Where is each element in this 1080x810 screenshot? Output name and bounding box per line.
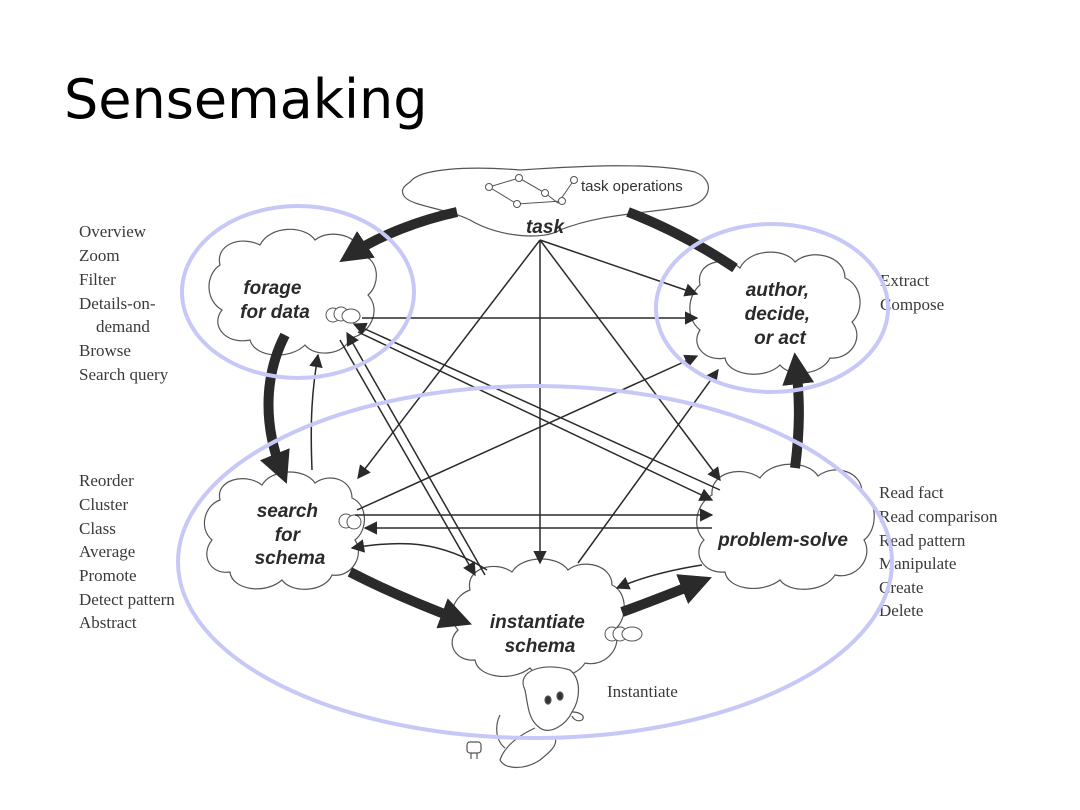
arrow-forage-instantiate (339, 339, 476, 577)
highlight-ovals (176, 204, 894, 740)
instantiate-operations-list: Instantiate (607, 682, 678, 701)
author-operations-list: Extract Compose (880, 271, 944, 314)
arrow-problem-instantiate (615, 564, 703, 590)
arrow-instantiate-author (577, 368, 719, 564)
arrow-instantiate-forage (346, 331, 486, 576)
forage-label: forage for data (240, 278, 310, 323)
operation-item: Reorder (79, 471, 134, 490)
operation-item: Overview (79, 222, 147, 241)
arrow-task-author-flow (626, 207, 738, 273)
cartoon-character-icon (466, 666, 584, 769)
arrow-problem-forage (352, 322, 721, 491)
highlight-oval-bottom (176, 384, 894, 740)
operation-item: Promote (79, 566, 137, 585)
search-connector-icon (338, 513, 362, 530)
slide-title: Sensemaking (64, 68, 428, 131)
search-operations-list: Reorder Cluster Class Average Promote De… (79, 471, 175, 632)
task-operations-graph-icon (485, 174, 578, 208)
operation-item: Compose (880, 295, 944, 314)
operation-item: Detect pattern (79, 590, 175, 609)
thick-arrows (259, 207, 815, 629)
operation-item: Delete (879, 601, 923, 620)
search-label: search for schema (255, 501, 326, 569)
highlight-oval-author (654, 222, 890, 394)
forage-cloud (208, 228, 377, 356)
arrow-problem-author (782, 352, 815, 469)
operation-item: Browse (79, 341, 131, 360)
arrow-task-author (539, 239, 699, 297)
forage-connector-icon (325, 306, 361, 324)
task-operations-label: task operations (581, 178, 683, 195)
operation-item: Read fact (879, 483, 944, 502)
operation-item: Instantiate (607, 682, 678, 701)
arrow-search-forage (309, 353, 323, 471)
operation-item: Read comparison (879, 507, 998, 526)
problem-operations-list: Read fact Read comparison Read pattern M… (879, 483, 998, 620)
task-label: task (526, 217, 565, 238)
arrow-task-forage (339, 207, 459, 263)
operation-item: Read pattern (879, 531, 966, 550)
author-label: author, decide, or act (745, 280, 816, 349)
arrow-search-author (356, 354, 699, 511)
thin-arrows (309, 239, 721, 590)
operation-item: Abstract (79, 613, 137, 632)
operation-item: Filter (79, 270, 116, 289)
arrow-forage-search (259, 332, 290, 484)
highlight-oval-forage (180, 204, 416, 380)
operation-item: Average (79, 542, 135, 561)
operation-item: Class (79, 519, 116, 538)
operation-item: Cluster (79, 495, 128, 514)
operation-item: Search query (79, 365, 169, 384)
arrow-search-instantiate (347, 567, 472, 629)
problem-cloud (696, 463, 875, 590)
operation-item: Manipulate (879, 554, 956, 573)
problem-label: problem-solve (717, 530, 848, 551)
arrow-task-search (357, 239, 541, 480)
arrow-task-problem (539, 239, 721, 482)
operation-item: Zoom (79, 246, 120, 265)
operation-item: Details-on- (79, 294, 156, 313)
task-node: task operations task (401, 165, 709, 238)
node-labels: forage for data author, decide, or act s… (240, 278, 848, 657)
arrow-instantiate-problem (620, 574, 712, 617)
operation-item: Extract (880, 271, 929, 290)
operation-item: demand (96, 317, 150, 336)
author-cloud (689, 251, 861, 375)
arrow-forage-problem (357, 331, 714, 501)
instantiate-label: instantiate schema (490, 612, 590, 657)
arrow-instantiate-search (350, 539, 488, 571)
instantiate-connector-icon (604, 626, 643, 642)
forage-operations-list: Overview Zoom Filter Details-on- demand … (79, 222, 169, 384)
